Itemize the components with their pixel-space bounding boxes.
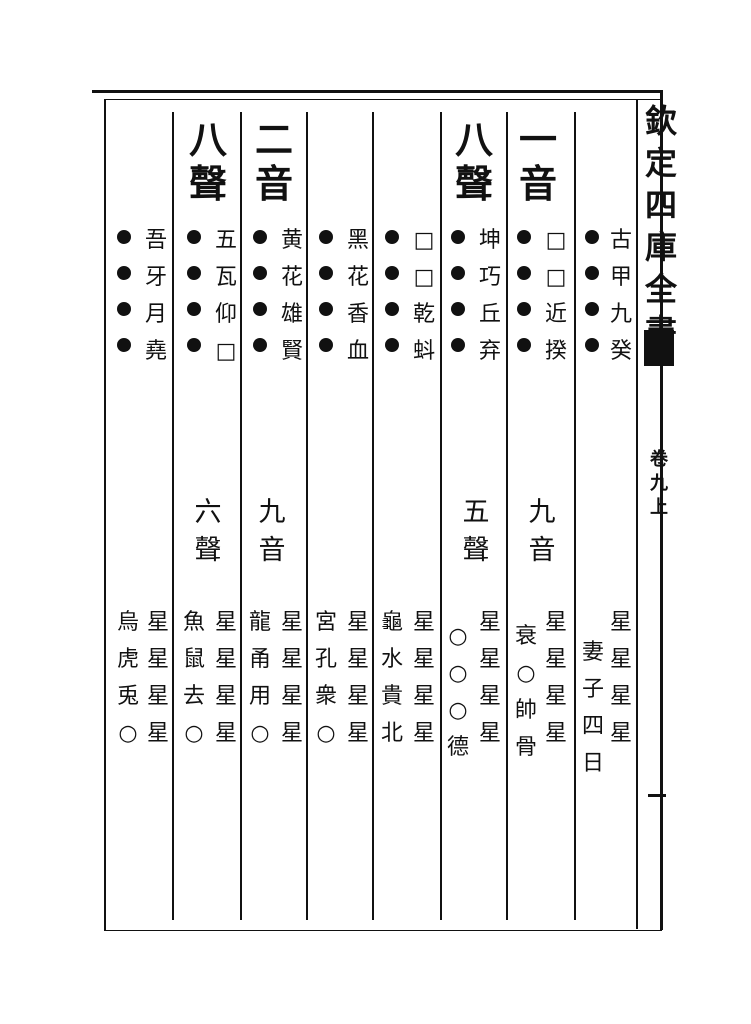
- divider: [240, 112, 242, 920]
- title-char: 定: [644, 144, 677, 182]
- dot-marker: [385, 266, 399, 280]
- column-top: □ □ 乾 蚪: [412, 228, 435, 364]
- dot-marker: [253, 338, 267, 352]
- column-top: 坤 巧 丘 弃: [478, 228, 501, 364]
- column-top: 黄 花 雄 賢: [280, 228, 303, 364]
- volume-char: 卷: [650, 449, 668, 470]
- dot-marker: [117, 302, 131, 316]
- column-bottom: 星 星 星 星: [214, 610, 237, 746]
- dot-marker: [385, 230, 399, 244]
- dot-marker: [253, 266, 267, 280]
- column-bottom: 星 星 星 星: [412, 610, 435, 746]
- section-subheading: 五 聲: [462, 497, 490, 566]
- dot-marker: [451, 338, 465, 352]
- column-bottom: 星 星 星 星: [609, 610, 632, 746]
- book-title: 欽 定 四 庫 全 書: [636, 100, 686, 352]
- dot-marker: [117, 338, 131, 352]
- title-char: 庫: [644, 228, 677, 266]
- column-bottom: 星 星 星 星: [478, 610, 501, 746]
- fish-tail-mark: [644, 330, 674, 366]
- dot-marker: [585, 230, 599, 244]
- column-bottom: 龍 甬 用 ○: [248, 610, 271, 746]
- volume-char: 九: [650, 473, 668, 494]
- volume-label: 卷 九 上: [647, 448, 671, 520]
- divider: [440, 112, 442, 920]
- dot-markers: [516, 230, 532, 374]
- dot-markers: [384, 230, 400, 374]
- dot-marker: [385, 338, 399, 352]
- dot-markers: [584, 230, 600, 374]
- dot-marker: [517, 302, 531, 316]
- dot-marker: [253, 302, 267, 316]
- column-top: 黑 花 香 血: [346, 228, 369, 364]
- title-char: 全: [644, 270, 677, 308]
- side-mark: [648, 794, 666, 797]
- dot-markers: [116, 230, 132, 374]
- section-heading: 八 聲: [188, 117, 227, 206]
- dot-marker: [517, 338, 531, 352]
- column-top: 吾 牙 月 堯: [144, 228, 167, 364]
- column-bottom: 宮 孔 衆 ○: [314, 610, 337, 746]
- dot-markers: [318, 230, 334, 374]
- section-subheading: 六 聲: [194, 497, 222, 566]
- dot-marker: [187, 338, 201, 352]
- right-border: [660, 90, 663, 930]
- title-char: 欽: [644, 102, 677, 140]
- column-bottom: 星 星 星 星: [280, 610, 303, 746]
- column-bottom: 星 星 星 星: [346, 610, 369, 746]
- divider: [306, 112, 308, 920]
- section-heading: 一 音: [518, 117, 557, 206]
- dot-marker: [585, 266, 599, 280]
- column-bottom: ○ ○ ○ 德: [446, 624, 469, 760]
- dot-marker: [319, 302, 333, 316]
- divider: [172, 112, 174, 920]
- dot-marker: [451, 302, 465, 316]
- volume-char: 上: [650, 497, 668, 518]
- column-bottom: 烏 虎 兎 ○: [116, 610, 139, 746]
- bottom-border: [104, 930, 662, 931]
- divider: [574, 112, 576, 920]
- column-top: 古 甲 九 癸: [609, 228, 632, 364]
- left-border: [104, 99, 106, 931]
- column-bottom: 龜 水 貴 北: [380, 610, 403, 746]
- dot-marker: [451, 266, 465, 280]
- dot-markers: [450, 230, 466, 374]
- section-heading: 八 聲: [454, 117, 493, 206]
- dot-markers: [252, 230, 268, 374]
- section-heading: 二 音: [254, 117, 293, 206]
- dot-markers: [186, 230, 202, 374]
- dot-marker: [187, 230, 201, 244]
- dot-marker: [187, 302, 201, 316]
- dot-marker: [517, 266, 531, 280]
- dot-marker: [585, 302, 599, 316]
- section-subheading: 九 音: [528, 497, 556, 566]
- column-bottom: 星 星 星 星: [544, 610, 567, 746]
- column-bottom: 妻 子 四 日: [581, 640, 604, 776]
- dot-marker: [319, 266, 333, 280]
- column-top: □ □ 近 揆: [544, 228, 567, 364]
- column-top: 五 瓦 仰 □: [214, 228, 237, 364]
- dot-marker: [451, 230, 465, 244]
- column-bottom: 魚 鼠 去 ○: [182, 610, 205, 746]
- dot-marker: [517, 230, 531, 244]
- top-border-inner: [106, 99, 662, 100]
- divider: [636, 99, 638, 929]
- top-border: [92, 90, 662, 93]
- dot-marker: [385, 302, 399, 316]
- column-bottom: 星 星 星 星: [146, 610, 169, 746]
- dot-marker: [585, 338, 599, 352]
- dot-marker: [187, 266, 201, 280]
- title-char: 四: [644, 186, 677, 224]
- column-bottom: 衰 ○ 帥 骨: [514, 624, 537, 760]
- dot-marker: [319, 230, 333, 244]
- divider: [506, 112, 508, 920]
- dot-marker: [117, 266, 131, 280]
- dot-marker: [253, 230, 267, 244]
- dot-marker: [117, 230, 131, 244]
- divider: [372, 112, 374, 920]
- dot-marker: [319, 338, 333, 352]
- section-subheading: 九 音: [258, 497, 286, 566]
